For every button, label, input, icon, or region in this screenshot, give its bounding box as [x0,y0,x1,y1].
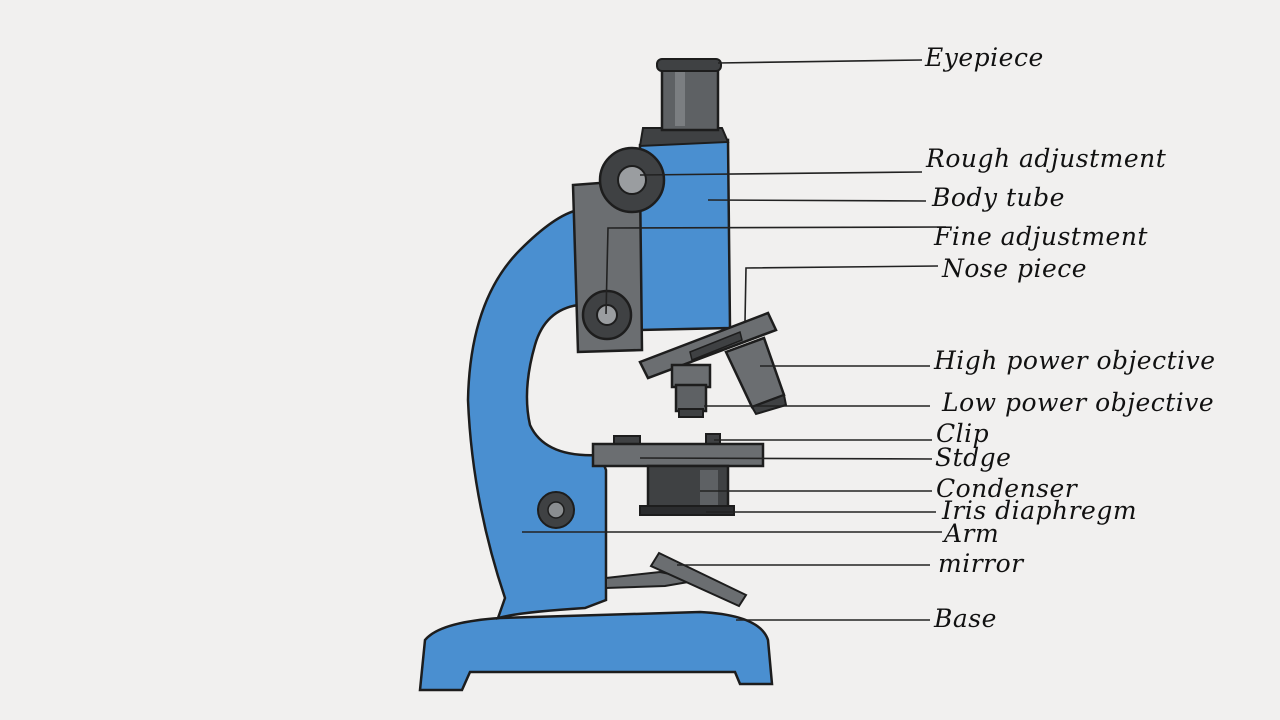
low-power-objective [670,363,712,389]
label-nose-piece: Nose piece [942,254,1088,283]
label-fine-adjustment: Fine adjustment [934,222,1148,251]
eyepiece [660,66,720,132]
stage [591,442,765,468]
high-power-objective [724,336,786,409]
label-iris-diaphragm: Iris diaphregm [942,496,1138,525]
label-stage: Stdge [935,443,1012,472]
label-eyepiece: Eyepiece [925,43,1044,72]
label-base: Base [934,604,997,633]
label-condenser: Condenser [936,474,1078,503]
leader-lines [522,59,947,621]
label-low-power-objective: Low power objective [942,388,1215,417]
label-clip: Clip [936,419,990,448]
iris-diaphragm [639,505,735,516]
label-rough-adjustment: Rough adjustment [926,144,1167,173]
label-high-power-objective: High power objective [934,346,1216,375]
mirror [649,551,748,608]
microscope-base [418,610,774,692]
label-body-tube: Body tube [932,183,1065,212]
label-arm: Arm [944,519,1000,548]
label-mirror: mirror [938,549,1024,578]
